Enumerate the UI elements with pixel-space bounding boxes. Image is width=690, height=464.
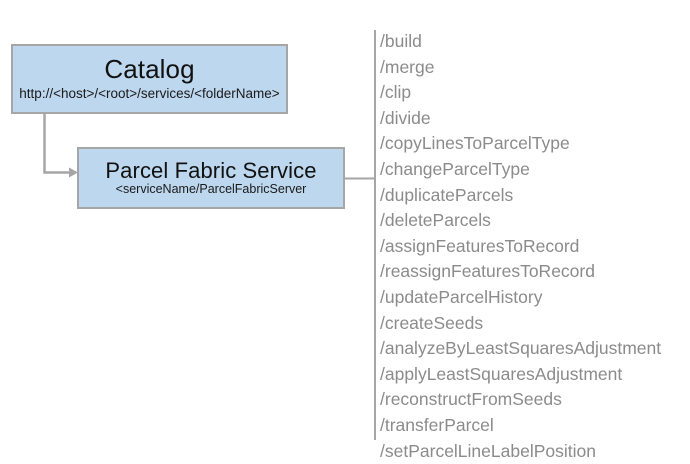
operation-item[interactable]: /updateParcelHistory (380, 285, 661, 311)
operations-list: /build/merge/clip/divide/copyLinesToParc… (380, 29, 661, 464)
operation-item[interactable]: /assignFeaturesToRecord (380, 234, 661, 260)
node-catalog-subtitle: http://<host>/<root>/services/<folderNam… (19, 87, 279, 102)
service-diagram: Catalog http://<host>/<root>/services/<f… (0, 0, 690, 442)
operation-item[interactable]: /analyzeByLeastSquaresAdjustment (380, 336, 661, 362)
operation-item[interactable]: /reassignFeaturesToRecord (380, 259, 661, 285)
node-catalog[interactable]: Catalog http://<host>/<root>/services/<f… (11, 44, 288, 114)
connector-catalog-to-service (45, 114, 79, 178)
node-parcel-fabric-service[interactable]: Parcel Fabric Service <serviceName/Parce… (77, 147, 345, 209)
operation-item[interactable]: /copyLinesToParcelType (380, 131, 661, 157)
operations-panel: /build/merge/clip/divide/copyLinesToParc… (374, 30, 686, 440)
operation-item[interactable]: /transferParcel (380, 413, 661, 439)
operation-item[interactable]: /build (380, 29, 661, 55)
operation-item[interactable]: /changeParcelType (380, 157, 661, 183)
operation-item[interactable]: /deleteParcels (380, 208, 661, 234)
operations-divider (374, 30, 376, 440)
node-parcel-fabric-service-subtitle: <serviceName/ParcelFabricServer (116, 183, 307, 197)
operation-item[interactable]: /clip (380, 80, 661, 106)
operation-item[interactable]: /setParcelLineLabelPosition (380, 439, 661, 464)
operation-item[interactable]: /divide (380, 106, 661, 132)
operation-item[interactable]: /createSeeds (380, 311, 661, 337)
operation-item[interactable]: /duplicateParcels (380, 183, 661, 209)
operation-item[interactable]: /reconstructFromSeeds (380, 387, 661, 413)
operation-item[interactable]: /applyLeastSquaresAdjustment (380, 362, 661, 388)
operation-item[interactable]: /merge (380, 55, 661, 81)
node-catalog-title: Catalog (104, 56, 194, 83)
node-parcel-fabric-service-title: Parcel Fabric Service (105, 159, 316, 182)
